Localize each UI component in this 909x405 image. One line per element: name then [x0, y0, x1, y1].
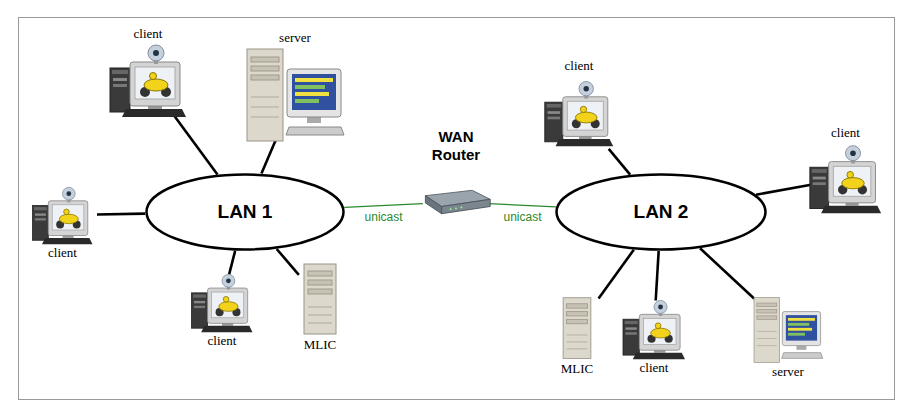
node-label: MLIC — [304, 337, 337, 353]
server-art — [247, 49, 344, 141]
node-label: client — [640, 360, 669, 376]
router-icon — [420, 188, 492, 216]
node-label: MLIC — [561, 361, 594, 377]
lan-ellipse: LAN 2 — [555, 173, 767, 251]
lan-link — [700, 248, 754, 298]
client-computer: client — [543, 58, 615, 152]
server-computer: server — [738, 296, 838, 380]
lan-link — [97, 212, 145, 215]
node-label: client — [48, 245, 77, 261]
lan-link — [277, 249, 299, 275]
mlic-icon — [552, 296, 602, 361]
mlic-server: MLIC — [297, 262, 343, 353]
node-label: client — [208, 333, 237, 349]
client-icon — [618, 298, 690, 360]
client-art — [810, 146, 881, 214]
server-art — [754, 297, 823, 362]
wan-link — [344, 204, 423, 208]
node-label: client — [134, 26, 163, 42]
lan-ellipse-shape — [147, 175, 344, 250]
mlic-server: MLIC — [552, 296, 602, 377]
lan-link — [174, 115, 218, 175]
client-icon — [186, 272, 258, 333]
client-icon — [543, 74, 615, 152]
client-art — [192, 274, 253, 332]
lan-link — [229, 251, 235, 275]
node-label: LAN 2 — [634, 201, 689, 223]
border — [19, 18, 895, 400]
node-label: WAN Router — [427, 128, 485, 164]
lan-link — [756, 185, 811, 195]
server-icon — [245, 46, 345, 144]
client-computer: client — [808, 125, 883, 216]
wan-router: WAN Router — [420, 128, 492, 216]
mlic-icon — [297, 262, 343, 337]
client-computer: client — [186, 272, 258, 349]
router-art — [425, 190, 490, 213]
client-art — [33, 187, 93, 244]
server-icon — [738, 296, 838, 364]
client-icon — [108, 42, 188, 118]
lan-link — [599, 250, 634, 299]
client-icon — [808, 141, 883, 216]
link-label: unicast — [365, 210, 403, 224]
lan-link — [609, 149, 630, 175]
mlic-art — [563, 298, 591, 359]
lan-link — [656, 251, 659, 300]
client-computer: client — [108, 26, 188, 118]
client-art — [545, 82, 613, 147]
node-label: server — [279, 30, 311, 46]
wan-link — [489, 204, 556, 207]
lan-ellipse: LAN 1 — [145, 173, 345, 251]
client-art — [110, 45, 186, 117]
server-computer: server — [245, 30, 345, 144]
node-label: server — [772, 364, 804, 380]
node-label: LAN 1 — [218, 201, 273, 223]
client-art — [623, 300, 685, 359]
node-label: client — [565, 58, 594, 74]
client-icon — [25, 185, 100, 245]
link-label: unicast — [504, 210, 542, 224]
client-computer: client — [25, 185, 100, 261]
lan-ellipse-shape — [557, 175, 766, 250]
client-computer: client — [618, 298, 690, 376]
mlic-art — [304, 264, 336, 334]
lan-link — [261, 140, 275, 173]
node-label: client — [831, 125, 860, 141]
